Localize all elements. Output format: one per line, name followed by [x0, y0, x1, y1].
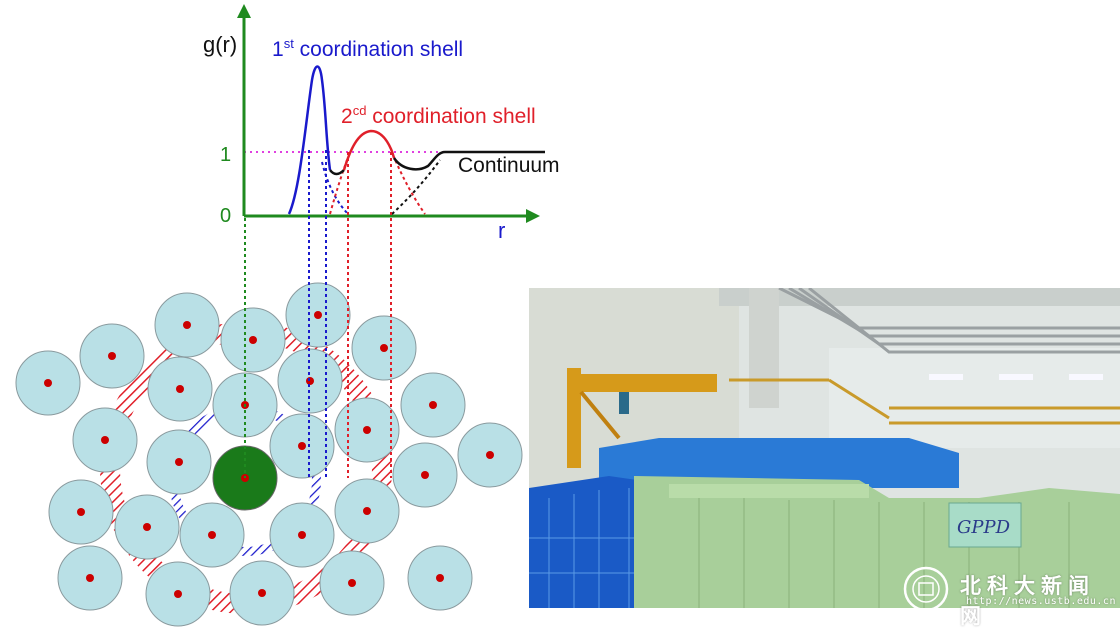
- neighbor-atom-center: [44, 379, 52, 387]
- neighbor-atom-center: [108, 352, 116, 360]
- column: [749, 288, 779, 408]
- neighbor-atom-center: [486, 451, 494, 459]
- neighbor-atom-center: [348, 579, 356, 587]
- second-shell-peak: [342, 129, 396, 171]
- first-minimum: [329, 169, 345, 176]
- atom-group: [15, 282, 523, 627]
- y-axis-arrow-icon: [237, 4, 251, 18]
- tick-label-zero: 0: [220, 205, 231, 227]
- neighbor-atom-center: [86, 574, 94, 582]
- yellow-crane: [567, 368, 717, 468]
- atom-packing-schematic: [15, 150, 523, 627]
- first-shell-label: 1st coordination shell: [272, 36, 463, 61]
- neighbor-atom-center: [429, 401, 437, 409]
- neighbor-atom-center: [143, 523, 151, 531]
- neighbor-atom-center: [298, 531, 306, 539]
- second-shell-label: 2cd coordination shell: [341, 103, 536, 128]
- neighbor-atom-center: [298, 442, 306, 450]
- continuum-rise-curve: [391, 159, 441, 215]
- blue-shielding-back: [599, 438, 959, 488]
- neighbor-atom-center: [208, 531, 216, 539]
- news-watermark: 北科大新闻网 http://news.ustb.edu.cn: [902, 566, 1116, 628]
- university-seal-icon: [903, 566, 949, 612]
- watermark-url: http://news.ustb.edu.cn: [966, 596, 1116, 607]
- neighbor-atom-center: [174, 590, 182, 598]
- instrument-photo: GPPD: [529, 288, 1120, 608]
- neighbor-atom-center: [77, 508, 85, 516]
- university-seal-mark: [918, 582, 934, 596]
- x-axis-arrow-icon: [526, 209, 540, 223]
- continuum-label: Continuum: [458, 154, 560, 177]
- university-seal-inner: [912, 575, 940, 603]
- continuum-curve: [392, 150, 545, 171]
- watermark-site-name: 北科大新闻网: [960, 573, 1095, 628]
- neighbor-atom-center: [183, 321, 191, 329]
- first-shell-peak: [287, 65, 332, 215]
- ceiling-pipes: [778, 288, 1120, 354]
- neighbor-atom-center: [363, 426, 371, 434]
- ceiling-light: [1069, 374, 1103, 380]
- neighbor-atom-center: [363, 507, 371, 515]
- back-wall: [829, 348, 1120, 448]
- first-shell-tail-curve: [321, 161, 349, 215]
- neighbor-atom-center: [175, 458, 183, 466]
- neighbor-atom-center: [249, 336, 257, 344]
- gppd-logo-plaque: [948, 502, 1022, 548]
- handrail: [729, 378, 1120, 425]
- ceiling: [719, 288, 1120, 306]
- ceiling-light: [929, 374, 963, 380]
- neighbor-atom-center: [101, 436, 109, 444]
- ceiling-light: [999, 374, 1033, 380]
- blue-shielding-front: [529, 476, 664, 608]
- neighbor-atom-center: [258, 589, 266, 597]
- green-shielding-top: [669, 484, 869, 498]
- neighbor-atom-center: [380, 344, 388, 352]
- gppd-logo-text: GPPD: [957, 517, 1011, 538]
- x-axis-label: r: [498, 218, 505, 243]
- neighbor-atom-center: [176, 385, 184, 393]
- neighbor-atom-center: [421, 471, 429, 479]
- blue-block-seams: [529, 488, 664, 608]
- y-axis-label: g(r): [203, 32, 237, 57]
- neighbor-atom-center: [314, 311, 322, 319]
- neighbor-atom-center: [436, 574, 444, 582]
- tick-label-one: 1: [220, 144, 231, 166]
- rdf-graph: g(r) r 1 0 1st coordination shell 2cd co…: [203, 4, 560, 243]
